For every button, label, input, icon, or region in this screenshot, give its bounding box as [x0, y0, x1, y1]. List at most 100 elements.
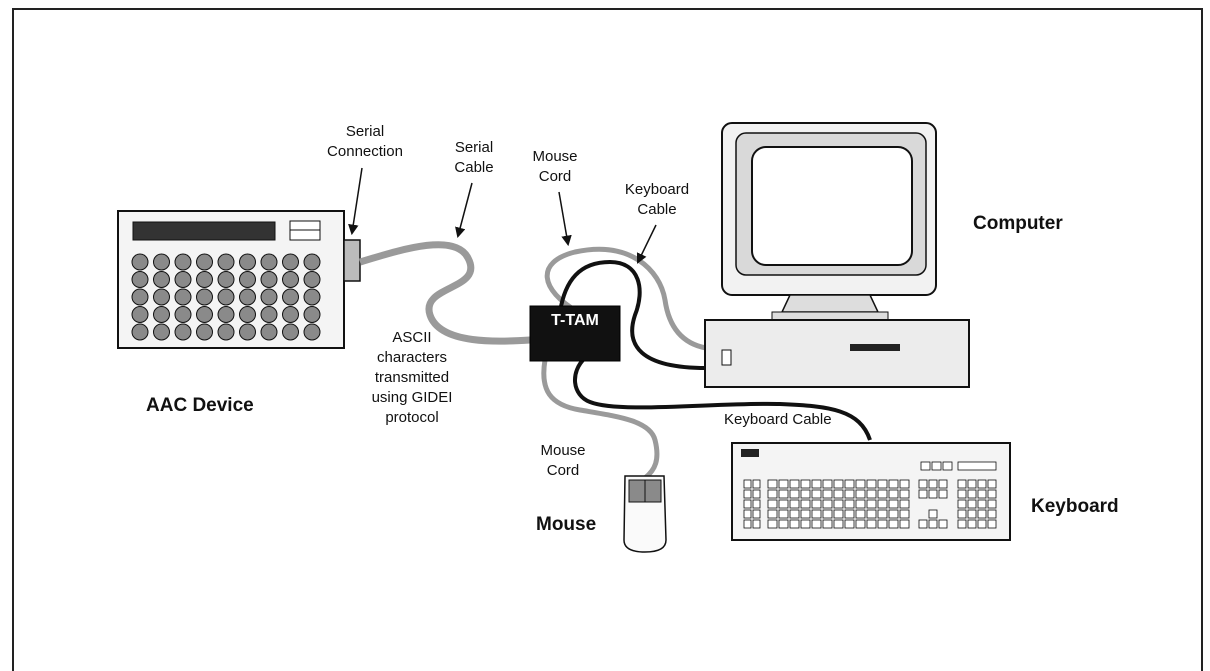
keyboard-key: [957, 499, 967, 509]
keyboard-device: [731, 442, 1011, 541]
keyboard-key: [918, 489, 928, 499]
serial-connector: [343, 239, 361, 282]
keyboard-key: [967, 519, 977, 529]
aac-key: [153, 288, 170, 306]
keyboard-key: [778, 519, 789, 529]
keyboard-key: [866, 509, 877, 519]
keyboard-key: [811, 479, 822, 489]
keyboard-key: [888, 489, 899, 499]
label-ascii-note-line2: characters: [376, 349, 448, 366]
keyboard-key: [967, 499, 977, 509]
aac-key: [239, 323, 256, 341]
mouse-cord-computer: [544, 246, 707, 351]
keyboard-key: [928, 479, 938, 489]
arrow-mouse-cord: [558, 191, 572, 247]
aac-key: [153, 253, 170, 271]
keyboard-key: [899, 489, 910, 499]
aac-device-display: [132, 221, 276, 241]
keyboard-key: [942, 461, 953, 471]
aac-key: [282, 288, 299, 306]
label-serial-cable-line1: Serial: [454, 139, 494, 156]
keyboard-key: [822, 479, 833, 489]
label-keyboard-cable-top: Keyboard Cable: [625, 180, 689, 220]
keyboard-key: [767, 499, 778, 509]
aac-key: [174, 271, 192, 288]
keyboard-key: [877, 519, 888, 529]
label-mouse-cord-top-line2: Cord: [538, 168, 572, 185]
keyboard-key: [778, 509, 789, 519]
keyboard-key: [844, 499, 855, 509]
keyboard-key: [844, 479, 855, 489]
keyboard-key: [977, 489, 987, 499]
keyboard-key: [811, 489, 822, 499]
keyboard-key: [833, 489, 844, 499]
keyboard-key: [743, 489, 752, 499]
keyboard-key: [987, 479, 997, 489]
keyboard-key: [938, 489, 948, 499]
keyboard-cable-keyboard: [573, 356, 872, 441]
aac-key: [174, 253, 192, 271]
keyboard-key: [888, 479, 899, 489]
keyboard-key: [800, 489, 811, 499]
keyboard-key: [938, 519, 948, 529]
keyboard-key: [778, 499, 789, 509]
keyboard-key: [800, 499, 811, 509]
keyboard-key: [822, 499, 833, 509]
aac-key: [196, 271, 213, 288]
aac-key: [239, 306, 256, 323]
label-computer: Computer: [973, 213, 1063, 234]
aac-key: [174, 306, 192, 323]
aac-key: [217, 253, 235, 271]
keyboard-key: [866, 499, 877, 509]
aac-key: [217, 323, 235, 341]
aac-key: [153, 323, 170, 341]
keyboard-key: [844, 489, 855, 499]
power-switch: [721, 349, 732, 366]
aac-key: [260, 323, 278, 341]
keyboard-key: [855, 479, 866, 489]
keyboard-key: [800, 519, 811, 529]
keyboard-key: [752, 479, 761, 489]
keyboard-key: [833, 479, 844, 489]
keyboard-key: [833, 519, 844, 529]
keyboard-key: [789, 519, 800, 529]
keyboard-key: [918, 519, 928, 529]
keyboard-key: [987, 519, 997, 529]
aac-key: [303, 288, 321, 306]
keyboard-key: [800, 479, 811, 489]
keyboard-key: [743, 499, 752, 509]
serial-cable: [358, 241, 531, 345]
keyboard-key: [987, 509, 997, 519]
keyboard-key: [800, 509, 811, 519]
aac-key: [131, 323, 149, 341]
label-ttam: T-TAM: [551, 312, 599, 329]
aac-key: [303, 306, 321, 323]
keyboard-key: [767, 509, 778, 519]
keyboard-key: [877, 489, 888, 499]
label-serial-cable: Serial Cable: [454, 138, 493, 178]
keyboard-key: [743, 479, 752, 489]
label-mouse: Mouse: [536, 514, 597, 535]
aac-key: [174, 323, 192, 341]
keyboard-key: [752, 519, 761, 529]
keyboard-key: [752, 509, 761, 519]
label-keyboard-cable-top-line1: Keyboard: [624, 181, 690, 198]
aac-key: [282, 253, 299, 271]
keyboard-key: [877, 509, 888, 519]
keyboard-key: [822, 489, 833, 499]
keyboard-key: [977, 479, 987, 489]
aac-key: [260, 271, 278, 288]
monitor-screen: [751, 146, 913, 266]
keyboard-key: [920, 461, 931, 471]
aac-device: [117, 210, 361, 349]
aac-key: [303, 253, 321, 271]
keyboard-key: [789, 489, 800, 499]
keyboard-key: [957, 461, 997, 471]
keyboard-key: [811, 509, 822, 519]
label-serial-connection-line1: Serial: [345, 123, 385, 140]
keyboard-key: [866, 489, 877, 499]
keyboard-key: [767, 519, 778, 529]
keyboard-key: [767, 489, 778, 499]
keyboard-key: [888, 499, 899, 509]
arrow-serial-connection: [348, 167, 363, 236]
